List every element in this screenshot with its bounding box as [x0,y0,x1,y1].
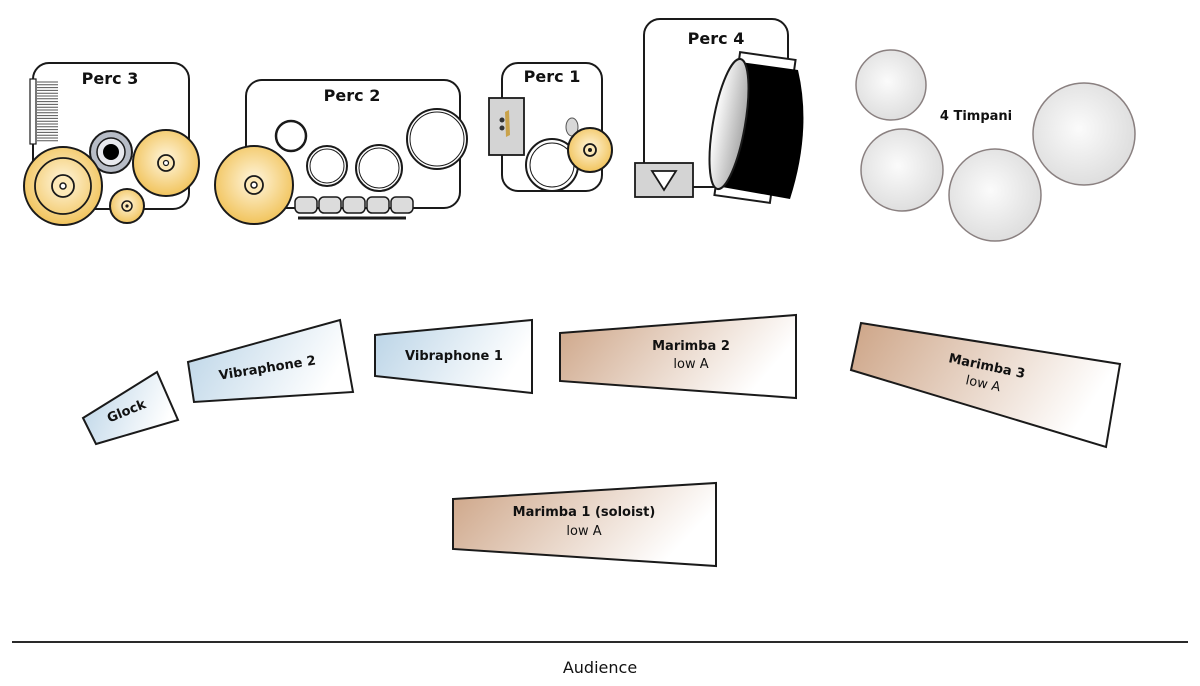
cymbal-small-icon [109,188,145,224]
drum-icon [355,144,403,192]
drum-small-icon [274,119,308,153]
station-perc3: Perc 3 [23,62,200,226]
marimba1-range: low A [566,524,601,539]
station-timpani: 4 Timpani [855,49,1136,242]
station-perc1: Perc 1 [488,62,613,192]
vibraphone1-label: Vibraphone 1 [405,349,503,364]
keyboard-vibraphone-2: Vibraphone 2 [186,318,355,404]
perc2-label: Perc 2 [324,86,381,105]
timpani-label: 4 Timpani [940,109,1012,124]
snare-drum-icon [525,138,579,192]
drum-large-icon [406,108,468,170]
bass-drum-icon [708,51,804,204]
keyboard-glock: Glock [81,370,180,446]
timpani-drum-icon [855,49,927,121]
perc4-label: Perc 4 [688,29,745,48]
marimba3-range: low A [964,373,1002,395]
keyboard-vibraphone-1: Vibraphone 1 [374,318,533,395]
station-perc2: Perc 2 [214,79,468,225]
marimba2-label: Marimba 2 [652,339,730,354]
timpani-drum-icon [860,128,944,212]
cymbal-large-icon [23,146,103,226]
cymbal-icon [567,127,613,173]
marimba2-range: low A [673,357,708,372]
cymbal-medium-icon [132,129,200,197]
temple-blocks-icon [294,196,414,220]
station-perc4: Perc 4 [634,18,804,204]
audience-label: Audience [563,658,637,677]
drum-icon [306,145,348,187]
cymbal-icon [214,145,294,225]
tom-drum-icon [89,130,133,174]
keyboard-marimba-3: Marimba 3 low A [849,321,1122,449]
timpani-drum-icon [948,148,1042,242]
marimba1-label: Marimba 1 (soloist) [513,505,656,520]
perc1-label: Perc 1 [524,67,581,86]
keyboard-marimba-1: Marimba 1 (soloist) low A [452,481,717,568]
keyboard-marimba-2: Marimba 2 low A [559,313,797,400]
triangle-stand-icon [634,162,694,198]
chimes-icon [29,78,58,145]
perc3-label: Perc 3 [82,69,139,88]
mallet-table-icon [488,97,525,156]
timpani-drum-icon [1032,82,1136,186]
